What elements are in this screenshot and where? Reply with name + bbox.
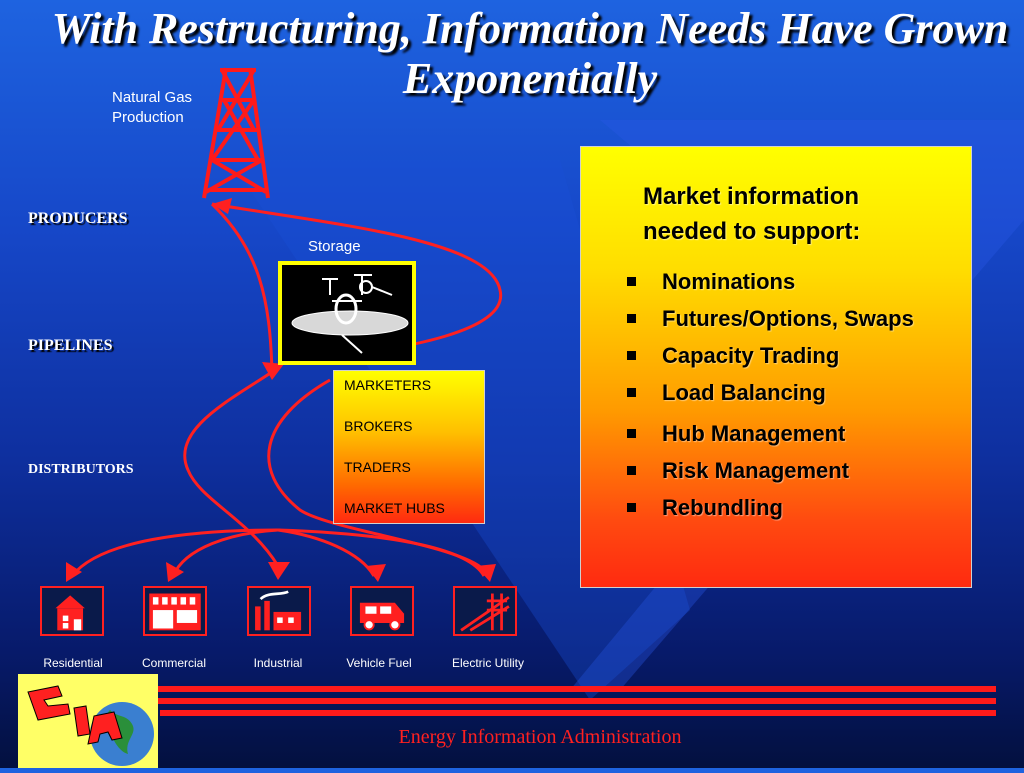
- natural-gas-label: Natural Gas Production: [112, 89, 193, 126]
- info-heading: Market information needed to support:: [643, 183, 861, 245]
- pipelines-label: PIPELINES: [28, 337, 113, 354]
- bullet-icon: [627, 277, 636, 286]
- footer-text: Energy Information Administration: [398, 726, 682, 748]
- distributors-label: DISTRIBUTORS: [28, 462, 134, 477]
- eia-globe-logo-icon: [27, 685, 154, 766]
- bullet-icon: [627, 351, 636, 360]
- commercial-label: Commercial: [141, 656, 206, 670]
- producers-label: PRODUCERS: [28, 210, 128, 227]
- electric-utility-icon: [453, 586, 517, 636]
- market-participants-box: MARKETERS BROKERS TRADERS MARKET HUBS: [333, 370, 485, 524]
- list-item: Hub Management: [627, 415, 967, 452]
- list-item: Futures/Options, Swaps: [627, 300, 967, 337]
- commercial-icon: [143, 586, 207, 636]
- list-item: Rebundling: [627, 489, 967, 526]
- marketers-label: MARKETERS: [344, 377, 432, 393]
- vehicle-fuel-icon: [350, 586, 414, 636]
- storage-label: Storage: [308, 238, 361, 255]
- bullet-icon: [627, 429, 636, 438]
- info-list: Nominations Futures/Options, Swaps Capac…: [627, 263, 967, 526]
- list-item: Load Balancing: [627, 374, 967, 411]
- market-hubs-label: MARKET HUBS: [344, 500, 445, 516]
- bullet-icon: [627, 388, 636, 397]
- list-item: Capacity Trading: [627, 337, 967, 374]
- bullet-icon: [627, 466, 636, 475]
- industrial-label: Industrial: [253, 656, 303, 670]
- list-item: Risk Management: [627, 452, 967, 489]
- slide-title: With Restructuring, Information Needs Ha…: [51, 4, 1009, 103]
- residential-label: Residential: [43, 656, 103, 670]
- gas-derrick-icon: [202, 67, 270, 199]
- vehicle-fuel-label: Vehicle Fuel: [346, 656, 412, 670]
- bullet-icon: [627, 503, 636, 512]
- storage-facility-icon: [291, 274, 409, 354]
- residential-icon: [40, 586, 104, 636]
- storage-image: [278, 261, 416, 365]
- market-info-box: Market information needed to support: No…: [580, 146, 972, 588]
- brokers-label: BROKERS: [344, 418, 413, 434]
- list-item: Nominations: [627, 263, 967, 300]
- industrial-icon: [247, 586, 311, 636]
- eia-logo: [18, 674, 158, 768]
- traders-label: TRADERS: [344, 459, 411, 475]
- electric-utility-label: Electric Utility: [451, 656, 524, 670]
- bullet-icon: [627, 314, 636, 323]
